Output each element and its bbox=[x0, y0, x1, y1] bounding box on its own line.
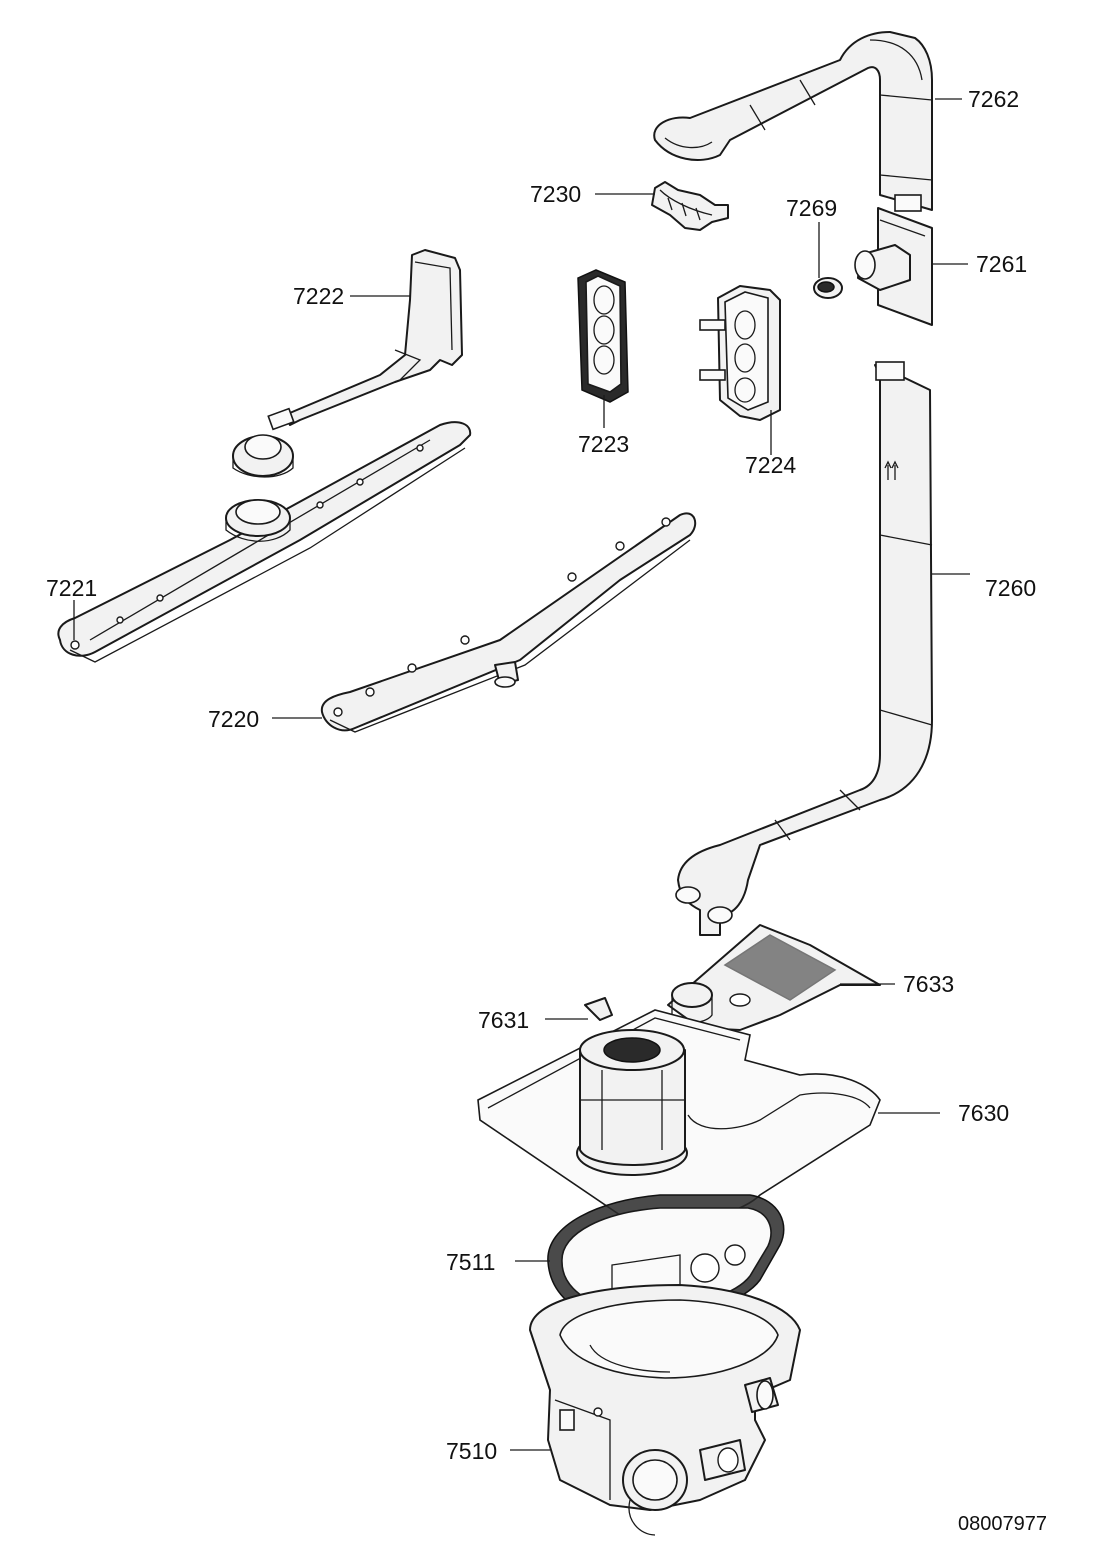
part-7224-distributor bbox=[699, 285, 781, 421]
label-7269: 7269 bbox=[786, 195, 837, 221]
part-7631-cylinder-filter bbox=[576, 997, 688, 1176]
part-7230-clip bbox=[651, 181, 729, 231]
part-7222-arm-support bbox=[232, 249, 463, 478]
label-7222: 7222 bbox=[293, 283, 344, 309]
label-7511: 7511 bbox=[446, 1249, 495, 1275]
label-7510: 7510 bbox=[446, 1438, 497, 1464]
part-7223-gasket bbox=[577, 269, 629, 403]
label-7630: 7630 bbox=[958, 1100, 1009, 1126]
label-7260: 7260 bbox=[985, 575, 1036, 601]
part-7261-connector bbox=[854, 207, 933, 326]
label-7224: 7224 bbox=[745, 452, 796, 478]
leader-lines bbox=[73, 98, 970, 1451]
part-7262-upper-pipe bbox=[653, 31, 933, 212]
label-7631: 7631 bbox=[478, 1007, 529, 1033]
label-7262: 7262 bbox=[968, 86, 1019, 112]
part-labels: 7262 7230 7269 7261 7222 7223 7224 7221 … bbox=[46, 86, 1047, 1535]
label-7230: 7230 bbox=[530, 181, 581, 207]
part-7633-filter-plate bbox=[667, 924, 881, 1031]
label-7220: 7220 bbox=[208, 706, 259, 732]
part-7269-valve bbox=[813, 277, 843, 299]
label-7633: 7633 bbox=[903, 971, 954, 997]
part-7510-sump bbox=[529, 1284, 801, 1536]
part-7260-lower-pipe bbox=[675, 361, 933, 936]
label-7261: 7261 bbox=[976, 251, 1027, 277]
label-7223: 7223 bbox=[578, 431, 629, 457]
part-7221-upper-spray-arm bbox=[57, 421, 472, 663]
label-7221: 7221 bbox=[46, 575, 97, 601]
part-7220-lower-spray-arm bbox=[320, 512, 697, 733]
document-id: 08007977 bbox=[958, 1513, 1047, 1535]
